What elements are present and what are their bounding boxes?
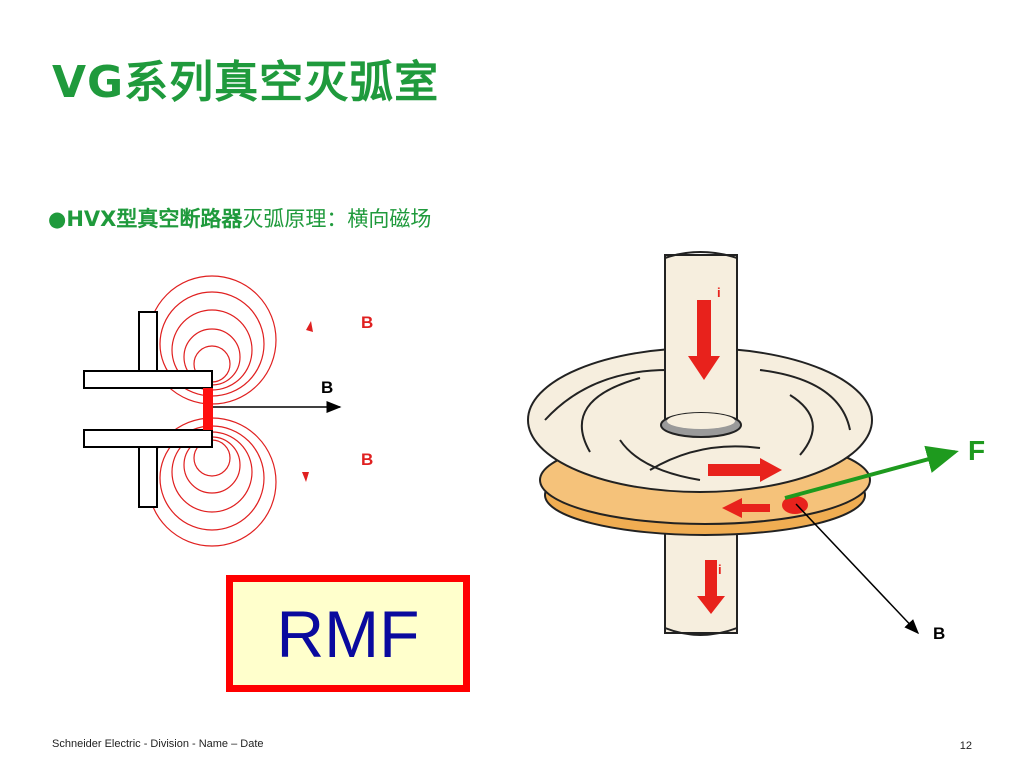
top-contact-stem (138, 311, 158, 372)
field-arrow-bottom (302, 472, 309, 482)
label-b-center: B (321, 378, 333, 397)
label-force: F (968, 435, 985, 466)
label-b-right: B (933, 624, 945, 643)
field-arrow-top (306, 321, 313, 332)
label-i-top: i (717, 285, 721, 300)
footer-text: Schneider Electric - Division - Name – D… (52, 738, 264, 750)
bottom-contact-plate (83, 429, 213, 448)
force-vector (784, 445, 959, 500)
arc-motion-arrow-upper (708, 458, 782, 482)
bullet-bold-text: HVX型真空断路器 (66, 207, 243, 231)
bullet-line: ●HVX型真空断路器灭弧原理：横向磁场 (48, 203, 431, 233)
current-arrow-bottom (697, 596, 725, 614)
spiral-contact-illustration: i i F B (527, 251, 985, 643)
arc-column (203, 388, 213, 430)
arc-motion-arrow-lower (722, 498, 770, 518)
top-contact-plate (83, 370, 213, 389)
bottom-contact-stem (138, 446, 158, 508)
current-arrow-top (688, 356, 720, 380)
transverse-field-schematic: B B B (83, 275, 373, 547)
label-b-top: B (361, 313, 373, 332)
rmf-label: RMF (276, 596, 420, 671)
field-vector (795, 503, 920, 635)
label-b-bottom: B (361, 450, 373, 469)
page-number: 12 (959, 740, 972, 752)
rmf-label-box: RMF (226, 575, 470, 692)
bullet-text: 灭弧原理：横向磁场 (242, 207, 432, 231)
slide-title: VG系列真空灭弧室 (52, 57, 440, 108)
bullet-marker: ● (48, 207, 67, 231)
label-i-bottom: i (718, 562, 722, 577)
